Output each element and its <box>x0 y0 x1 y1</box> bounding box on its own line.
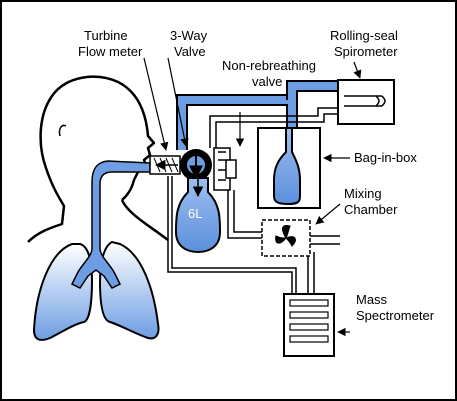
mixing-chamber-label-line1: Mixing <box>344 186 382 201</box>
mass-spec-label-line1: Mass <box>356 292 388 307</box>
shoulders <box>120 199 169 241</box>
spirometer-label-line2: Spirometer <box>334 44 398 59</box>
bag-in-box-label: Bag-in-box <box>354 150 417 165</box>
leader-arrows <box>143 57 362 337</box>
human-figure <box>27 75 169 341</box>
non-rebreathing-valve <box>213 147 237 191</box>
rolling-seal-spirometer <box>337 79 395 125</box>
nonrebreathing-label-line1: Non-rebreathing <box>222 58 316 73</box>
turbine-flow-meter <box>149 155 181 175</box>
turbine-label-line1: Turbine <box>84 28 128 43</box>
turbine-label-line2: Flow meter <box>78 44 143 59</box>
three-way-label-line1: 3-Way <box>170 28 208 43</box>
thin-tubing <box>167 107 340 294</box>
spirometer-label-line1: Rolling-seal <box>330 28 398 43</box>
right-lung <box>98 240 160 340</box>
mass-spectrometer <box>283 293 335 357</box>
three-way-label-line2: Valve <box>174 44 206 59</box>
airway <box>70 160 151 289</box>
three-way-valve <box>180 149 212 181</box>
six-liter-bag: 6L <box>174 176 222 254</box>
bag-volume-label: 6L <box>188 206 202 221</box>
mass-spec-label-line2: Spectrometer <box>356 308 435 323</box>
bag-in-box <box>257 127 321 209</box>
fan-icon <box>275 225 296 247</box>
ear <box>58 124 67 137</box>
mixing-chamber <box>261 219 311 257</box>
nonrebreathing-label-line2: valve <box>252 74 282 89</box>
mixing-chamber-label-line2: Chamber <box>344 202 398 217</box>
